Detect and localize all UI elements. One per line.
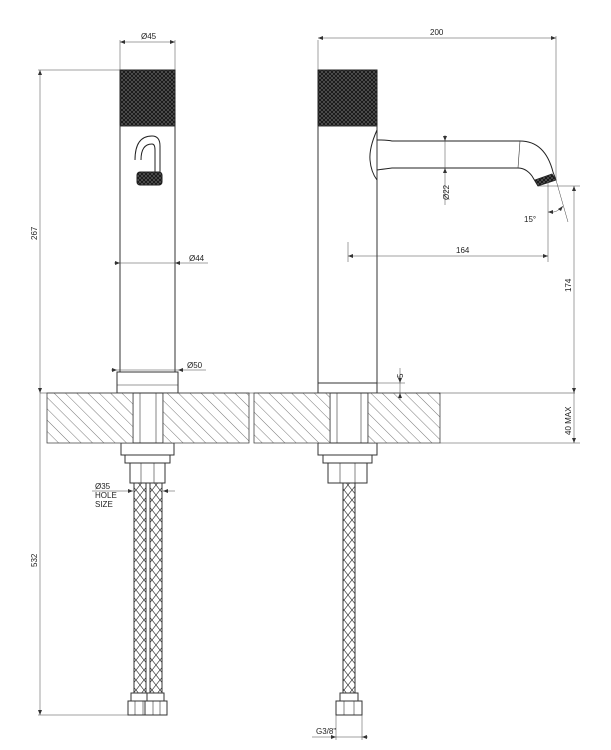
dim-thread: G3/8" xyxy=(312,715,368,740)
spout-outlet-front xyxy=(134,135,163,186)
knurled-handle-front xyxy=(119,69,176,127)
side-view xyxy=(317,69,557,716)
tap-body-side xyxy=(317,125,378,389)
dim-dia-35-label: Ø35 xyxy=(95,482,111,491)
dim-height-532-label: 532 xyxy=(30,553,39,567)
base-flange-front xyxy=(116,371,179,394)
dim-dia-50: Ø50 xyxy=(111,361,206,372)
dim-dia-22-label: Ø22 xyxy=(442,184,451,200)
dim-reach-164-label: 164 xyxy=(456,246,470,255)
dim-height-174-label: 174 xyxy=(564,278,573,292)
dim-height-267-label: 267 xyxy=(30,226,39,240)
dim-dia-44: Ø44 xyxy=(114,254,208,265)
dim-dia-50-label: Ø50 xyxy=(187,361,203,370)
dim-dia-45: Ø45 xyxy=(119,32,176,70)
dim-dia-22: Ø22 xyxy=(442,135,451,205)
dim-dia-45-label: Ø45 xyxy=(141,32,157,41)
hose-left-1 xyxy=(133,482,147,694)
dim-gap-5-label: 5 xyxy=(396,373,405,378)
front-view xyxy=(116,69,179,716)
hose-nut-side xyxy=(335,692,363,716)
dim-thickness-40max-label: 40 MAX xyxy=(564,406,573,435)
dim-width-200: 200 xyxy=(317,28,557,180)
knurled-handle-side xyxy=(317,69,378,127)
dim-angle-15: 15° xyxy=(524,179,569,228)
dim-height-174: 174 xyxy=(538,185,580,393)
dim-angle-15-label: 15° xyxy=(524,215,536,224)
dim-reach-164: 164 xyxy=(347,228,549,262)
fixing-shank-front xyxy=(120,392,175,484)
size-label: SIZE xyxy=(95,500,113,509)
hose-left-2 xyxy=(149,482,163,694)
hole-label: HOLE xyxy=(95,491,117,500)
countertop-section-left xyxy=(46,392,134,444)
fixing-shank-side xyxy=(329,392,369,444)
dim-thread-label: G3/8" xyxy=(316,727,336,736)
countertop-section-right xyxy=(253,392,331,444)
dim-thickness-40max: 40 MAX xyxy=(440,393,580,444)
dim-hole-size: Ø35 HOLE SIZE xyxy=(92,482,175,509)
dim-width-200-label: 200 xyxy=(430,28,444,37)
tap-body-front xyxy=(119,125,176,373)
fixing-nuts-side xyxy=(317,442,378,484)
hose-right xyxy=(342,482,356,694)
dim-dia-44-label: Ø44 xyxy=(189,254,205,263)
hose-nuts-front xyxy=(127,692,168,716)
dim-gap-5: 5 xyxy=(377,368,405,400)
dim-height-532: 532 xyxy=(30,393,128,716)
base-plate-side xyxy=(317,382,378,394)
spout-side xyxy=(369,129,557,187)
dim-height-267: 267 xyxy=(30,69,120,393)
